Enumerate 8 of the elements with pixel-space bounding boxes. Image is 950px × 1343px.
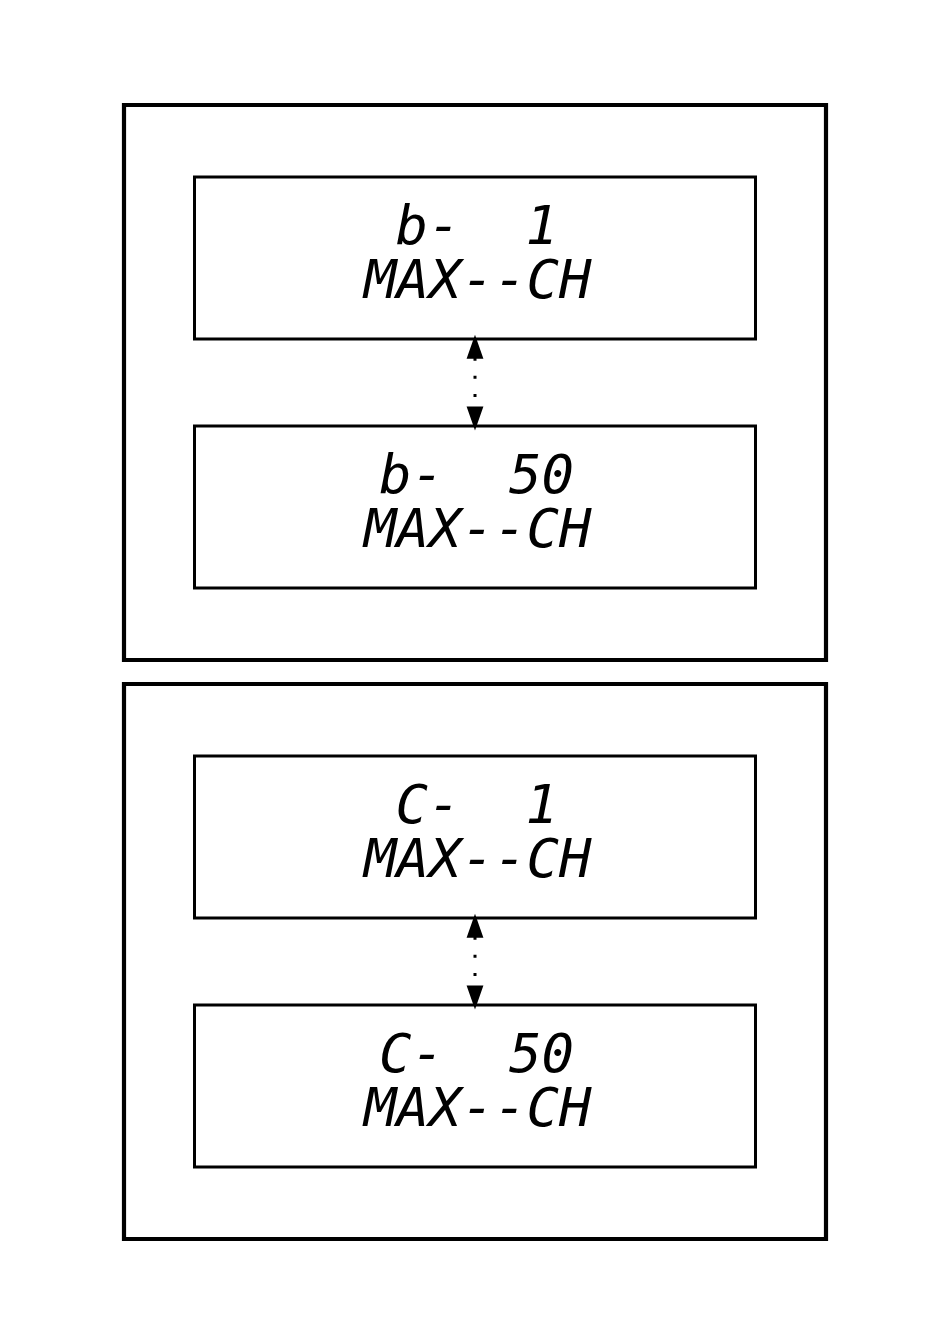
cluster	[121, 102, 829, 662]
node-box: C- 50 MAX--CH	[193, 1003, 757, 1168]
cluster	[121, 681, 829, 1241]
node-box: C- 1 MAX--CH	[193, 754, 757, 919]
node-box: b- 50 MAX--CH	[193, 424, 757, 589]
arrow	[466, 334, 484, 430]
arrow	[466, 913, 484, 1009]
node-box: b- 1 MAX--CH	[193, 175, 757, 340]
